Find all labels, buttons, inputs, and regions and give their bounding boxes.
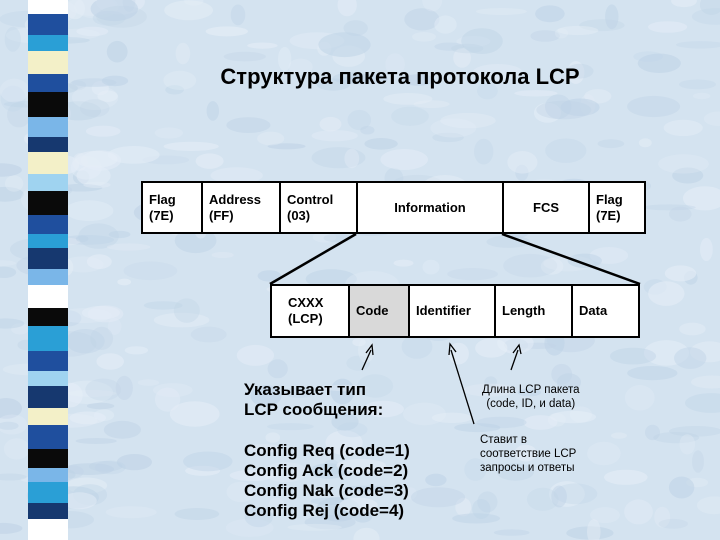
lcp-cxxx: CXXX (LCP) xyxy=(270,284,348,338)
frame-flag-end: Flag (7E) xyxy=(588,181,646,234)
length-note: Длина LCP пакета (code, ID, и data) xyxy=(482,384,580,410)
frame-information: Information xyxy=(356,181,502,234)
slide-title: Структура пакета протокола LCP xyxy=(220,64,580,89)
lcp-data: Data xyxy=(571,284,640,338)
decorative-stripe xyxy=(28,0,68,540)
lcp-identifier: Identifier xyxy=(408,284,494,338)
lcp-length: Length xyxy=(494,284,571,338)
frame-control: Control (03) xyxy=(279,181,356,234)
frame-flag-start: Flag (7E) xyxy=(141,181,201,234)
lcp-code: Code xyxy=(348,284,408,338)
frame-fcs: FCS xyxy=(502,181,588,234)
code-description: Указывает тип LCP сообщения: xyxy=(244,380,384,419)
frame-address: Address (FF) xyxy=(201,181,279,234)
code-values-list: Config Req (code=1) Config Ack (code=2) … xyxy=(244,441,410,520)
identifier-note: Ставит в соответствие LCP запросы и отве… xyxy=(480,434,577,474)
